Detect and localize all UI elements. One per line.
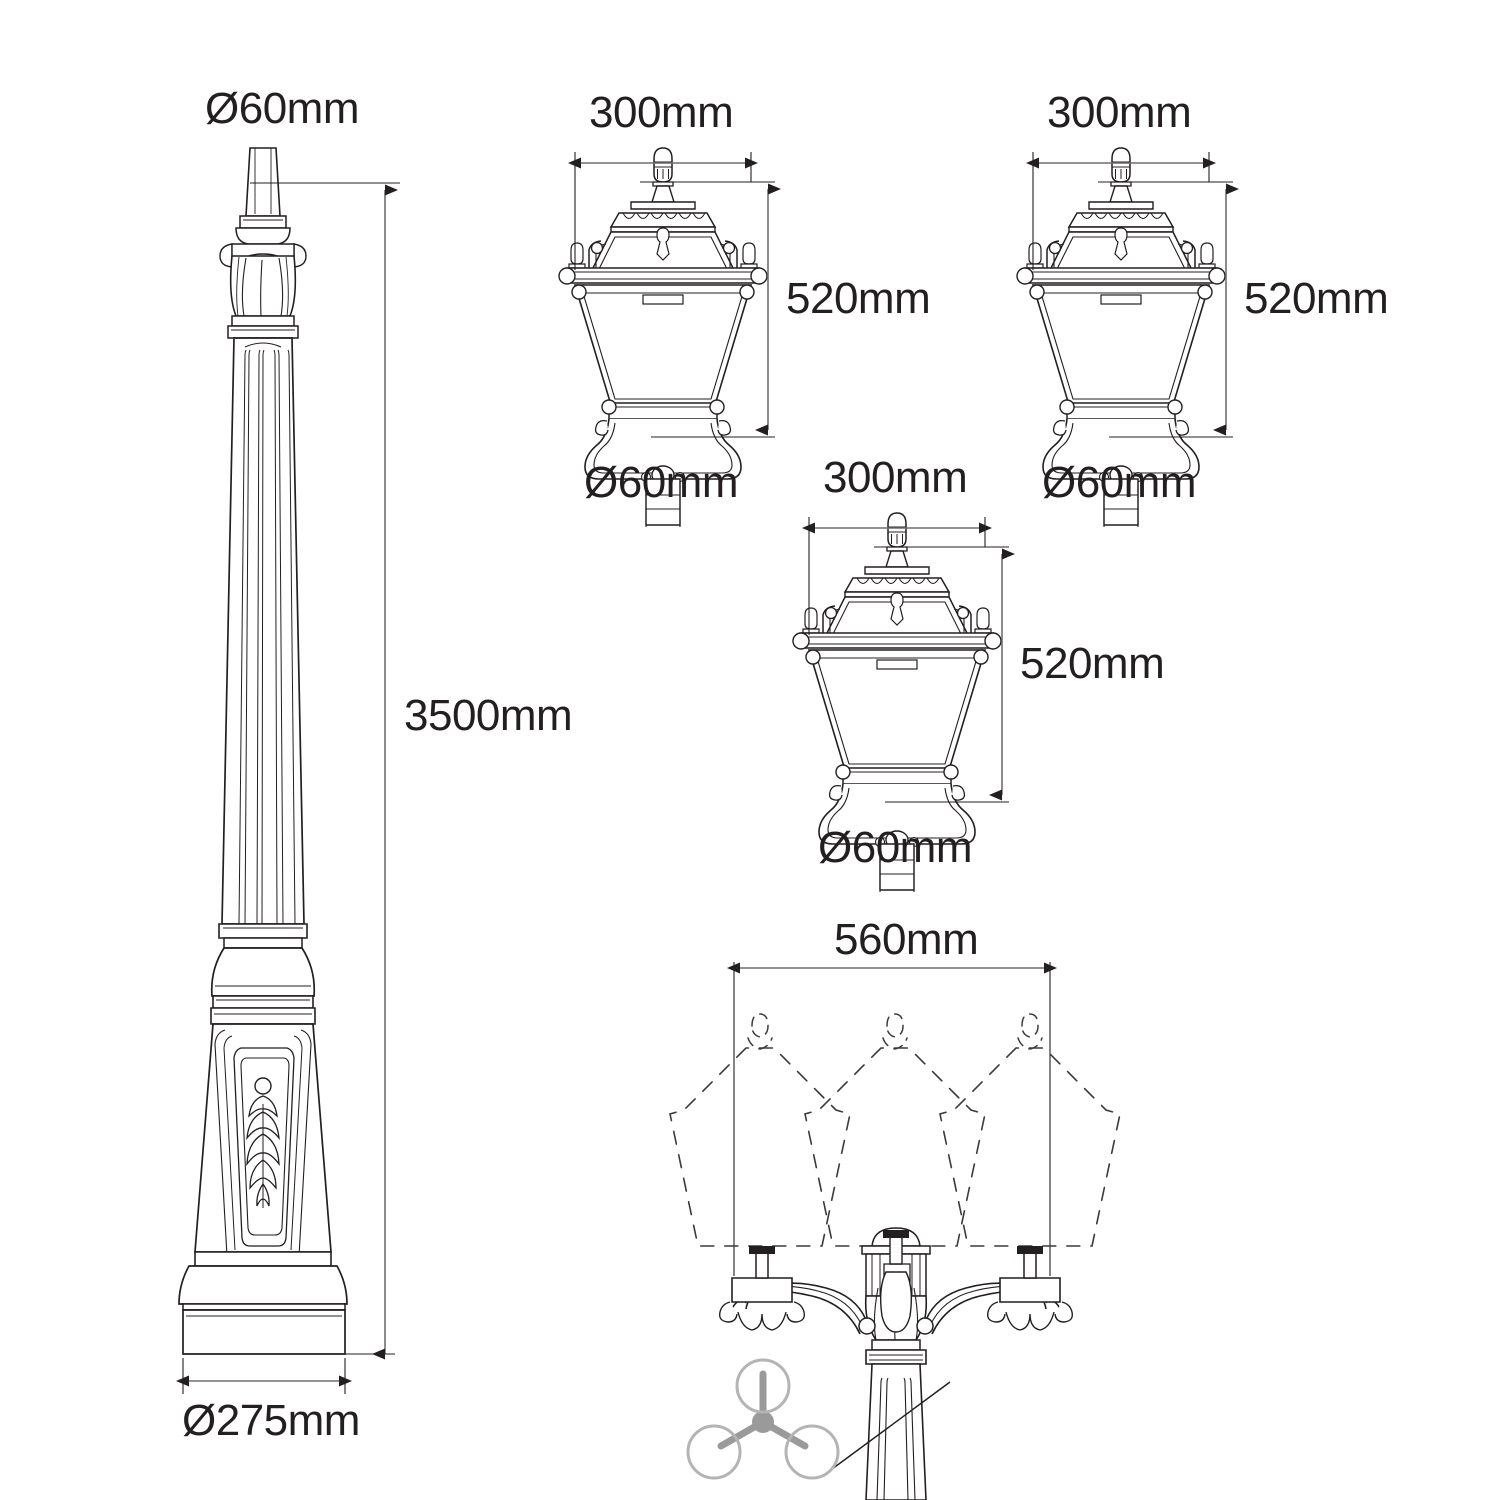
label-pole-top-diameter: Ø60mm bbox=[205, 84, 359, 133]
view-lantern-middle bbox=[792, 512, 1015, 892]
label-lantern2-height: 520mm bbox=[1244, 274, 1389, 323]
label-bracket-spread: 560mm bbox=[834, 915, 979, 964]
label-lantern2-spigot: Ø60mm bbox=[1042, 458, 1196, 507]
label-pole-base-diameter: Ø275mm bbox=[182, 1396, 360, 1445]
label-lantern2-width: 300mm bbox=[1047, 88, 1192, 137]
arm-socket-left bbox=[718, 1245, 806, 1331]
label-lantern3-height: 520mm bbox=[1020, 639, 1165, 688]
view-pole-elevation bbox=[176, 147, 400, 1394]
view-lantern-top-left bbox=[558, 147, 781, 527]
label-lantern3-spigot: Ø60mm bbox=[818, 823, 972, 872]
ghost-lantern-centre bbox=[804, 1013, 986, 1247]
view-lantern-top-right bbox=[1016, 147, 1239, 527]
label-lantern1-height: 520mm bbox=[786, 274, 931, 323]
label-lantern3-width: 300mm bbox=[823, 453, 968, 502]
view-bracket-assembly bbox=[669, 962, 1121, 1500]
label-lantern1-width: 300mm bbox=[589, 88, 734, 137]
three-arm-node-icon bbox=[686, 1358, 840, 1480]
ghost-lantern-left bbox=[669, 1013, 851, 1247]
ground-break-line bbox=[827, 1381, 951, 1473]
ghost-lantern-right bbox=[939, 1013, 1121, 1247]
label-lantern1-spigot: Ø60mm bbox=[584, 458, 738, 507]
label-pole-height: 3500mm bbox=[404, 691, 573, 740]
arm-socket-right bbox=[986, 1245, 1074, 1331]
